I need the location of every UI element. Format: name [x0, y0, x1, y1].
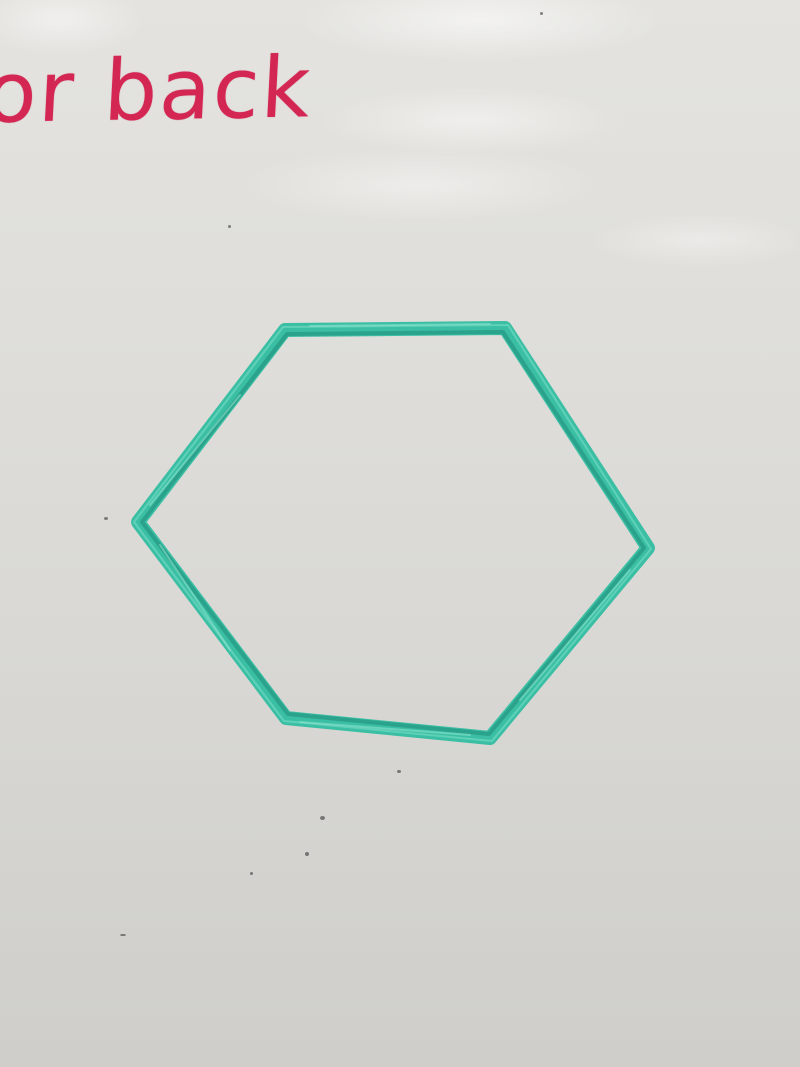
marker-dot [540, 12, 543, 15]
hexagon-stroke-highlight [133, 324, 652, 742]
marker-dot [305, 852, 309, 856]
marker-dot [397, 770, 401, 773]
marker-dot [250, 872, 253, 875]
marker-dot [228, 225, 231, 228]
hexagon-stroke-shade [140, 330, 646, 736]
marker-dot [320, 816, 325, 820]
marker-dot [104, 517, 108, 520]
hexagon-stroke-streak [149, 323, 631, 736]
marker-dot [120, 934, 126, 936]
hexagon-outline [131, 321, 655, 745]
hexagon-stroke [131, 321, 655, 745]
